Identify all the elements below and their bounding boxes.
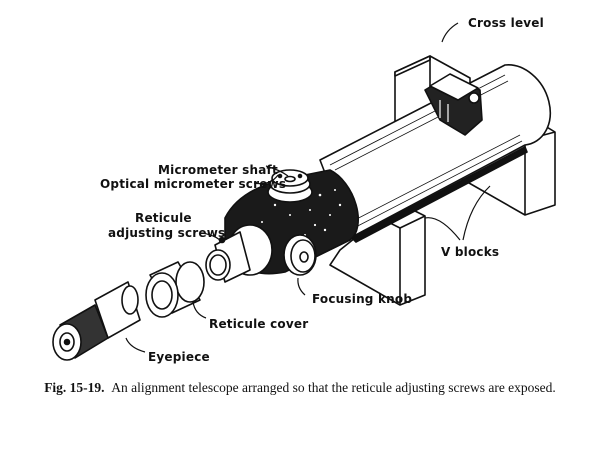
label-micrometer-shaft: Micrometer shaft xyxy=(158,163,278,177)
cross-level xyxy=(424,73,483,136)
alignment-telescope-illustration xyxy=(52,22,556,361)
label-cross-level: Cross level xyxy=(468,16,544,30)
reticule-cover-part xyxy=(145,261,205,318)
eyepiece-part xyxy=(52,281,141,361)
figure-number: Fig. 15-19. xyxy=(44,380,105,395)
figure-caption: Fig. 15-19. An alignment telescope arran… xyxy=(0,380,600,396)
focusing-knob xyxy=(283,234,317,276)
label-reticule-adjusting-screws: adjusting screws xyxy=(108,226,226,240)
label-v-blocks: V blocks xyxy=(441,245,500,259)
telescope-tube xyxy=(319,64,552,243)
label-eyepiece: Eyepiece xyxy=(148,350,210,364)
micrometer-dial xyxy=(267,169,313,203)
leader-lines xyxy=(125,22,491,353)
label-reticule-line1: Reticule xyxy=(135,211,192,225)
caption-text: An alignment telescope arranged so that … xyxy=(111,380,556,395)
label-reticule-cover: Reticule cover xyxy=(209,317,309,331)
reticule-end xyxy=(205,224,273,283)
label-focusing-knob: Focusing knob xyxy=(312,292,413,306)
label-optical-micrometer-screws: Optical micrometer screws xyxy=(100,177,287,191)
